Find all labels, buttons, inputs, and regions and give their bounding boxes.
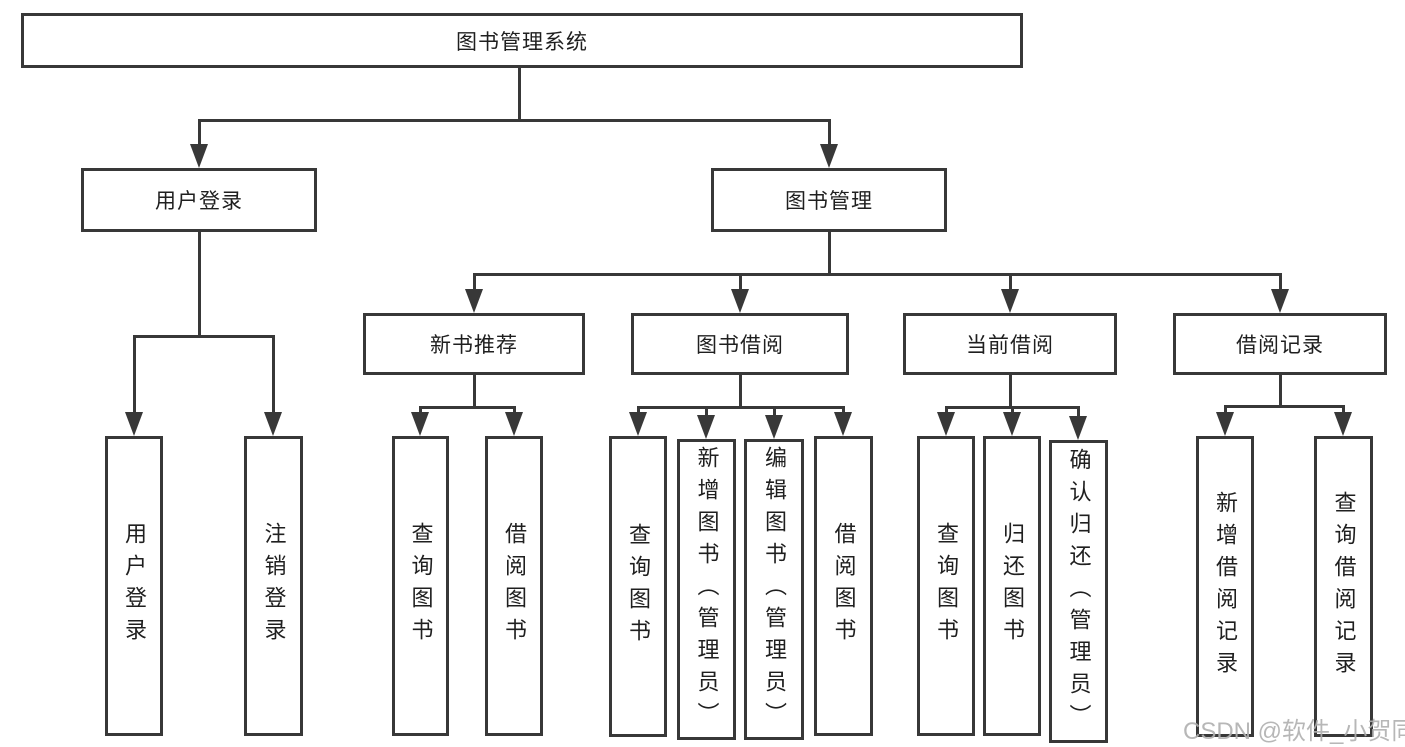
connector-drop-line <box>1077 406 1080 416</box>
connector-stem-line <box>198 232 201 338</box>
connector-drop-line <box>473 273 476 289</box>
connector-stem-line <box>739 375 742 409</box>
arrowhead-down-icon <box>1216 412 1234 436</box>
node-book-borrowing: 图书借阅 <box>631 313 849 375</box>
connector-stem-line <box>1279 375 1282 408</box>
node-label: 新书推荐 <box>430 334 518 357</box>
connector-bus-line <box>419 406 516 409</box>
node-new-book-recommend: 新书推荐 <box>363 313 585 375</box>
node-leaf-query-books-3: 查询图书 <box>917 436 975 736</box>
watermark-text: CSDN @软件_小贺同学 <box>1183 718 1405 745</box>
connector-bus-line <box>637 406 845 409</box>
arrowhead-down-icon <box>1334 412 1352 436</box>
arrowhead-down-icon <box>697 415 715 439</box>
node-label: 图书管理 <box>785 190 873 213</box>
node-leaf-query-borrow-record: 查询借阅记录 <box>1314 436 1373 737</box>
node-label: 查询图书 <box>408 522 434 650</box>
node-leaf-borrow-books-2: 借阅图书 <box>814 436 873 736</box>
arrowhead-down-icon <box>1001 289 1019 313</box>
connector-drop-line <box>842 406 845 412</box>
connector-bus-line <box>473 273 1282 276</box>
node-leaf-borrow-books-1: 借阅图书 <box>485 436 543 736</box>
node-leaf-query-books-1: 查询图书 <box>392 436 449 736</box>
node-label: 查询图书 <box>626 522 651 651</box>
node-label: 借阅图书 <box>502 522 527 650</box>
arrowhead-down-icon <box>1271 289 1289 313</box>
connector-drop-line <box>133 335 136 412</box>
connector-stem-line <box>828 232 831 276</box>
node-label: 借阅记录 <box>1236 334 1324 357</box>
arrowhead-down-icon <box>820 144 838 168</box>
connector-drop-line <box>198 119 201 144</box>
node-label: 新增借阅记录 <box>1213 490 1238 683</box>
arrowhead-down-icon <box>190 144 208 168</box>
node-label: 图书借阅 <box>696 334 784 357</box>
node-leaf-return-books: 归还图书 <box>983 436 1041 736</box>
node-system-root: 图书管理系统 <box>21 13 1023 68</box>
connector-drop-line <box>419 406 422 412</box>
connector-drop-line <box>1224 405 1227 412</box>
node-label: 注销登录 <box>261 522 287 650</box>
node-label: 当前借阅 <box>966 334 1054 357</box>
node-leaf-add-borrow-record: 新增借阅记录 <box>1196 436 1254 737</box>
connector-drop-line <box>272 335 275 412</box>
node-leaf-logout: 注销登录 <box>244 436 303 736</box>
connector-drop-line <box>705 406 708 415</box>
node-label: 用户登录 <box>122 522 147 650</box>
node-book-management: 图书管理 <box>711 168 947 232</box>
node-leaf-edit-books-admin: 编辑图书（管理员） <box>744 439 804 740</box>
node-user-login-group: 用户登录 <box>81 168 317 232</box>
connector-bus-line <box>1224 405 1345 408</box>
connector-bus-line <box>198 119 831 122</box>
connector-drop-line <box>945 406 948 412</box>
node-label: 图书管理系统 <box>456 30 588 54</box>
node-label: 查询图书 <box>934 522 959 650</box>
arrowhead-down-icon <box>1003 412 1021 436</box>
arrowhead-down-icon <box>834 412 852 436</box>
arrowhead-down-icon <box>264 412 282 436</box>
node-leaf-user-login: 用户登录 <box>105 436 163 736</box>
arrowhead-down-icon <box>765 415 783 439</box>
arrowhead-down-icon <box>1069 416 1087 440</box>
node-label: 归还图书 <box>1000 522 1025 650</box>
node-label: 用户登录 <box>155 190 243 213</box>
connector-drop-line <box>1011 406 1014 412</box>
connector-drop-line <box>739 273 742 289</box>
connector-stem-line <box>473 375 476 409</box>
node-borrowing-records: 借阅记录 <box>1173 313 1387 375</box>
arrowhead-down-icon <box>411 412 429 436</box>
arrowhead-down-icon <box>505 412 523 436</box>
node-current-borrowing: 当前借阅 <box>903 313 1117 375</box>
node-leaf-confirm-return-admin: 确认归还（管理员） <box>1049 440 1108 743</box>
connector-stem-line <box>518 68 521 122</box>
arrowhead-down-icon <box>629 412 647 436</box>
arrowhead-down-icon <box>937 412 955 436</box>
node-label: 新增图书（管理员） <box>694 445 720 734</box>
arrowhead-down-icon <box>731 289 749 313</box>
node-label: 借阅图书 <box>831 522 857 650</box>
arrowhead-down-icon <box>465 289 483 313</box>
connector-drop-line <box>773 406 776 415</box>
connector-drop-line <box>637 406 640 412</box>
connector-drop-line <box>1009 273 1012 289</box>
node-leaf-add-books-admin: 新增图书（管理员） <box>677 439 736 740</box>
connector-drop-line <box>1342 405 1345 412</box>
connector-drop-line <box>828 119 831 144</box>
connector-drop-line <box>513 406 516 412</box>
connector-drop-line <box>1279 273 1282 289</box>
node-leaf-query-books-2: 查询图书 <box>609 436 667 737</box>
connector-bus-line <box>133 335 275 338</box>
arrowhead-down-icon <box>125 412 143 436</box>
connector-stem-line <box>1009 375 1012 409</box>
node-label: 查询借阅记录 <box>1331 490 1357 683</box>
node-label: 确认归还（管理员） <box>1066 447 1092 736</box>
node-label: 编辑图书（管理员） <box>762 445 787 734</box>
